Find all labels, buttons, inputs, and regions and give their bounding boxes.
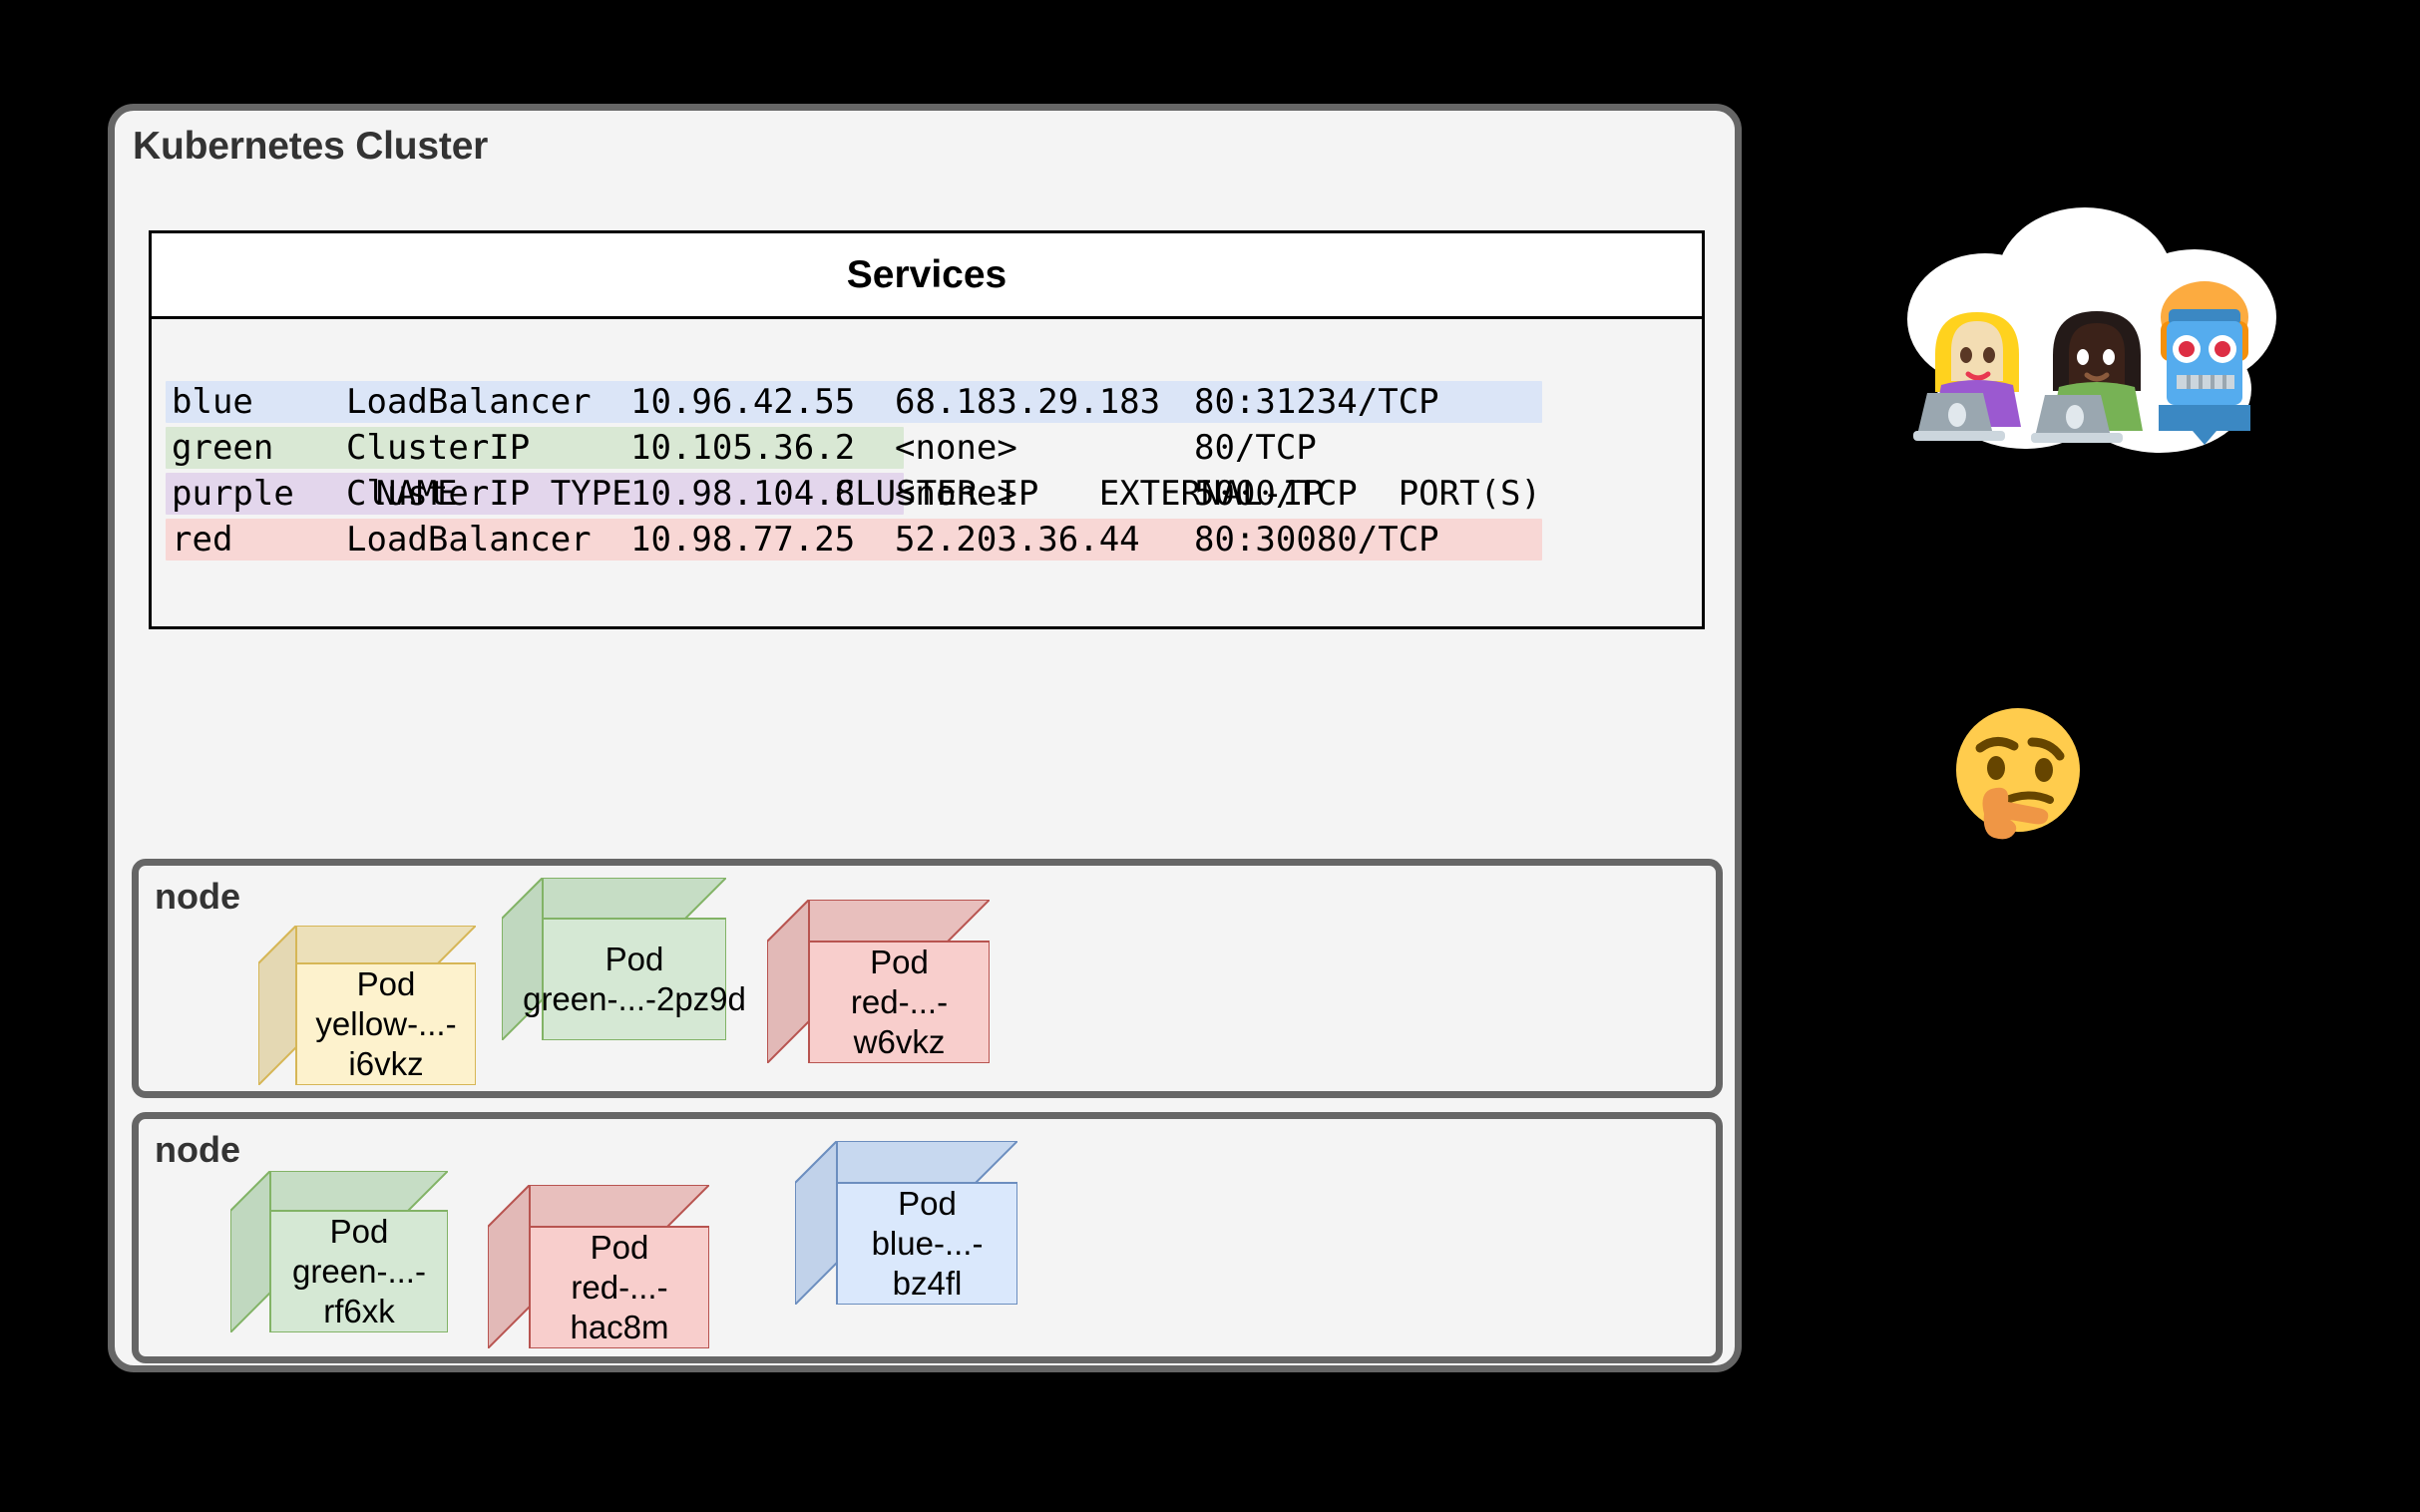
cell-cluster-ip: 10.98.77.25: [630, 520, 856, 560]
cell-type: LoadBalancer: [346, 520, 592, 560]
cell-type: LoadBalancer: [346, 382, 592, 422]
pod-label-title: Pod: [329, 1212, 389, 1250]
node-label: node: [155, 876, 240, 917]
cell-cluster-ip: 10.98.104.8: [630, 474, 856, 514]
cell-type: ClusterIP: [346, 428, 531, 468]
column-header-cluster-ip: CLUSTER-IP: [834, 474, 1039, 514]
cell-ports: 5000/TCP: [1194, 474, 1358, 514]
services-table-header: Services: [152, 233, 1702, 319]
pod-cube-shape: [795, 1141, 1017, 1305]
pod-front-face: [529, 1226, 709, 1348]
row-highlight: [166, 473, 904, 515]
table-row[interactable]: red LoadBalancer 10.98.77.25 52.203.36.44 80…: [152, 517, 1702, 563]
cell-name: purple: [172, 474, 294, 514]
pod-label-title: Pod: [898, 1184, 957, 1222]
services-table: Services NAME TYPE CLUSTER-IP EXTERNAL-IP PO…: [149, 230, 1705, 629]
table-row[interactable]: green ClusterIP 10.105.36.2 <none> 80/TCP: [152, 425, 1702, 471]
thinking-face-icon: [1940, 698, 2100, 858]
services-title: Services: [846, 252, 1008, 296]
column-header-name: NAME: [375, 474, 458, 514]
cloud-with-people-and-robot-icon: [1875, 170, 2314, 479]
cluster-title: Kubernetes Cluster: [133, 125, 489, 168]
cell-cluster-ip: 10.105.36.2: [630, 428, 856, 468]
pod-label-name: green-...-2pz9d: [523, 980, 746, 1017]
pod-label-name: green-...-rf6xk: [292, 1252, 426, 1330]
pod-cube-shape: [502, 878, 726, 1040]
cell-external-ip: 68.183.29.183: [895, 382, 1161, 422]
row-highlight: [166, 381, 1542, 423]
row-highlight: [166, 519, 1542, 561]
pod-cube-shape: [258, 926, 476, 1085]
table-row[interactable]: purple ClusterIP 10.98.104.8 <none> 5000/TCP: [152, 471, 1702, 517]
pod-side-face: [767, 900, 810, 1063]
pod-side-face: [230, 1171, 271, 1332]
cell-name: blue: [172, 382, 253, 422]
row-highlight: [166, 427, 904, 469]
services-table-body: NAME TYPE CLUSTER-IP EXTERNAL-IP PORT(S) blu…: [152, 319, 1702, 563]
column-header-ports: PORT(S): [1398, 474, 1541, 514]
pod-cube-shape: [767, 900, 990, 1063]
node-label: node: [155, 1129, 240, 1170]
cell-external-ip: 52.203.36.44: [895, 520, 1140, 560]
pod-label-name: blue-...-bz4fl: [871, 1224, 984, 1303]
kubernetes-cluster-container: Kubernetes Cluster Services NAME TYPE CLUS…: [108, 104, 1742, 1372]
pod-cube-shape: [488, 1185, 709, 1348]
pod-cube-shape: [230, 1171, 448, 1332]
pod-side-face: [488, 1185, 531, 1348]
pod-label-title: Pod: [356, 964, 416, 1002]
cell-external-ip: <none>: [895, 428, 1017, 468]
cell-ports: 80/TCP: [1194, 428, 1317, 468]
pod-front-face: [295, 962, 476, 1085]
table-row[interactable]: blue LoadBalancer 10.96.42.55 68.183.29.183…: [152, 379, 1702, 425]
pod-label-name: red-...-hac8m: [570, 1268, 669, 1346]
pod-label-title: Pod: [605, 940, 664, 977]
table-header-row: NAME TYPE CLUSTER-IP EXTERNAL-IP PORT(S): [152, 333, 1702, 514]
cell-ports: 80:31234/TCP: [1194, 382, 1439, 422]
cell-external-ip: <none>: [895, 474, 1017, 514]
pod-label-name: yellow-...-i6vkz: [315, 1004, 457, 1083]
cell-name: green: [172, 428, 274, 468]
pod-front-face: [808, 941, 990, 1063]
cell-ports: 80:30080/TCP: [1194, 520, 1439, 560]
cell-name: red: [172, 520, 233, 560]
pod-label-title: Pod: [870, 943, 929, 980]
column-header-type: TYPE: [550, 474, 632, 514]
pod-side-face: [795, 1141, 838, 1305]
pod-front-face: [542, 918, 726, 1040]
column-header-external-ip: EXTERNAL-IP: [1098, 474, 1324, 514]
pod-label-title: Pod: [590, 1228, 649, 1266]
pod-label-name: red-...-w6vkz: [850, 982, 949, 1061]
pod-side-face: [258, 926, 297, 1085]
pod-front-face: [269, 1210, 448, 1332]
cell-type: ClusterIP: [346, 474, 531, 514]
cell-cluster-ip: 10.96.42.55: [630, 382, 856, 422]
pod-front-face: [836, 1182, 1017, 1305]
